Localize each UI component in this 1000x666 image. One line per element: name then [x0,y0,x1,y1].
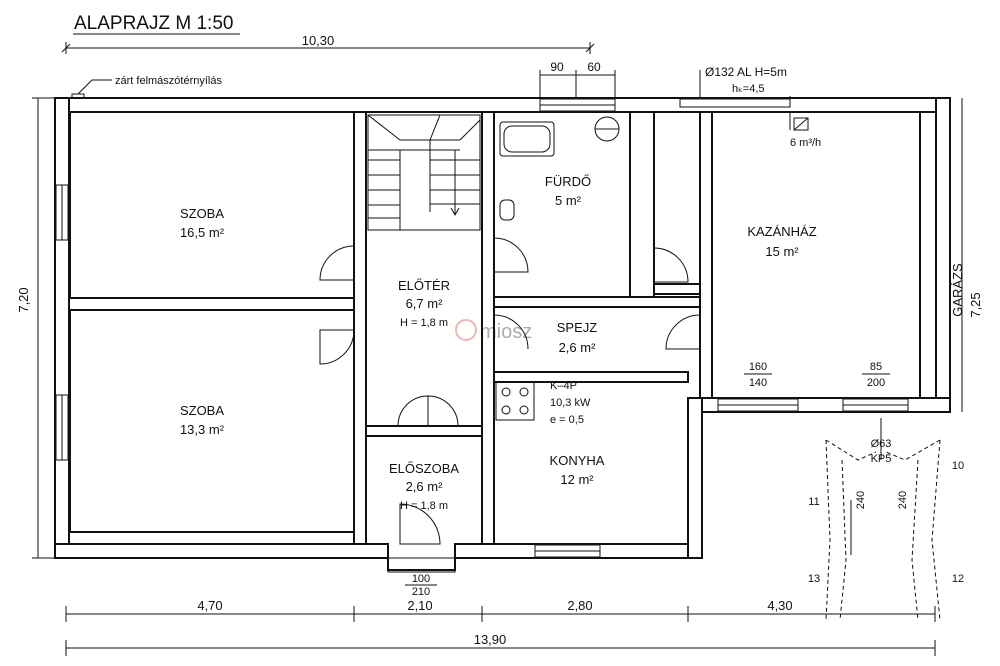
boiler-specs: K–4P 10,3 kW e = 0,5 [550,380,591,426]
windows [55,98,909,558]
left-height-label: 7,20 [16,287,31,312]
room-area-furdo: 5 m² [555,193,582,208]
bottom-dim-1: 4,70 [197,598,222,613]
room-height-eloter: H = 1,8 m [400,317,448,329]
bathroom-fixtures [499,116,620,221]
flue-label: Ø132 AL H=5m [705,65,787,79]
interior-walls [68,111,937,545]
room-name-szoba-2: SZOBA [180,403,224,418]
bath-dim-90: 90 [550,60,564,74]
room-area-eloter: 6,7 m² [406,296,444,311]
vent-rate-label: 6 m³/h [790,137,821,149]
boiler-power: 10,3 kW [550,397,591,409]
top-total-dim: 10,30 [302,33,335,48]
vent-duct-code: KP5 [871,453,892,465]
room-name-eloter: ELŐTÉR [398,278,450,293]
room-area-szoba-2: 13,3 m² [180,422,225,437]
window-a-height: 140 [749,377,767,389]
entry-step: 100 210 [387,557,456,598]
watermark: miosz [455,319,532,343]
boiler-e: e = 0,5 [550,414,584,426]
bottom-dimensions: 4,70 2,10 2,80 4,30 13,90 [65,598,936,656]
entry-door-width: 100 [412,573,430,585]
room-height-eloszoba: H = 1,8 m [400,500,448,512]
roof-hatch-label: zárt felmászótérnyílás [115,75,222,87]
left-height-dimension: 7,20 [16,97,55,559]
room-labels: SZOBA 16,5 m² SZOBA 13,3 m² ELŐTÉR 6,7 m… [180,174,965,512]
right-height-dimension: 7,25 [961,98,983,412]
window-b-height: 200 [867,377,885,389]
garage-label-11: 11 [808,496,819,508]
west-wall [54,97,70,559]
bottom-total-dim: 13,90 [474,632,507,647]
entry-door-height: 210 [412,586,430,598]
plan-title: ALAPRAJZ M 1:50 [74,13,233,34]
garage-label-12: 12 [952,573,964,585]
bath-dim-60: 60 [587,60,601,74]
room-area-spejz: 2,6 m² [559,340,597,355]
flue-hk-label: hₖ=4,5 [732,83,765,95]
garage-vent-duct: Ø63 KP5 10 11 12 13 240 240 [808,418,964,621]
staircase [367,114,481,231]
room-area-kazanhaz: 15 m² [765,244,799,259]
watermark-text: miosz [480,321,532,343]
room-name-spejz: SPEJZ [557,320,598,335]
bottom-dim-3: 2,80 [567,598,592,613]
top-dimension: 10,30 [61,33,595,54]
window-b-width: 85 [870,361,882,373]
stove [495,381,535,421]
bottom-dim-4: 4,30 [767,598,792,613]
room-area-konyha: 12 m² [560,472,594,487]
bottom-dim-2: 2,10 [407,598,432,613]
east-wall [935,97,951,413]
room-name-furdo: FÜRDŐ [545,174,591,189]
garage-label-240-a: 240 [855,491,867,509]
garage-label-240-b: 240 [897,491,909,509]
vent-duct-size: Ø63 [871,438,892,450]
room-name-garazs: GARÁZS [950,263,965,317]
doors [319,237,701,545]
room-area-eloszoba: 2,6 m² [406,479,444,494]
kitchen-east-wall [687,397,703,559]
bath-window-dimension: 90 60 [539,60,616,100]
north-wall [54,97,951,113]
garage-label-13: 13 [808,573,820,585]
window-a-width: 160 [749,361,767,373]
room-area-szoba-1: 16,5 m² [180,225,225,240]
flue-note: Ø132 AL H=5m hₖ=4,5 6 m³/h [699,65,821,149]
garage-label-10: 10 [952,460,964,472]
room-name-eloszoba: ELŐSZOBA [389,461,459,476]
boiler-model: K–4P [550,380,577,392]
boiler-window-dims: 160 140 85 200 [744,361,890,389]
room-name-konyha: KONYHA [550,453,605,468]
right-height-label: 7,25 [968,292,983,317]
room-name-szoba-1: SZOBA [180,206,224,221]
room-name-kazanhaz: KAZÁNHÁZ [747,224,816,239]
south-wall-a [54,543,389,559]
